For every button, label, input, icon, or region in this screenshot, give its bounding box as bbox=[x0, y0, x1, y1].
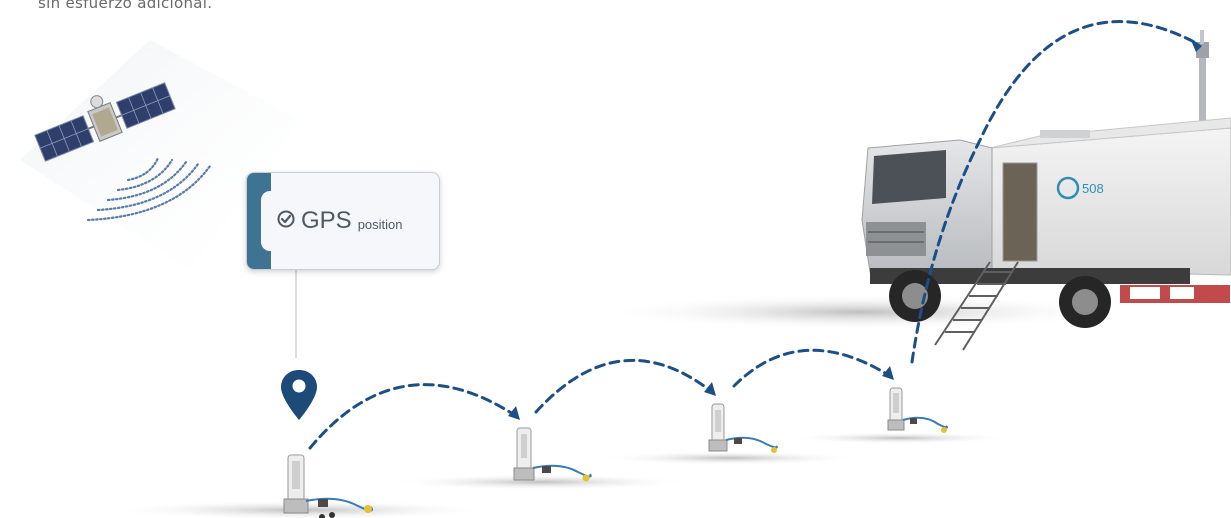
ground-shadows bbox=[110, 294, 1120, 518]
check-circle-icon bbox=[277, 210, 295, 232]
gps-position-card: GPS position bbox=[246, 172, 440, 270]
gps-title: GPS bbox=[301, 207, 352, 235]
seismic-node-devices bbox=[284, 388, 947, 518]
gps-subtitle: position bbox=[358, 211, 403, 232]
node-2 bbox=[514, 428, 591, 482]
gps-card-content: GPS position bbox=[277, 207, 403, 235]
svg-text:508: 508 bbox=[1082, 181, 1104, 196]
location-pin-icon bbox=[281, 370, 317, 420]
node-4 bbox=[888, 388, 947, 433]
node-3 bbox=[709, 404, 777, 453]
